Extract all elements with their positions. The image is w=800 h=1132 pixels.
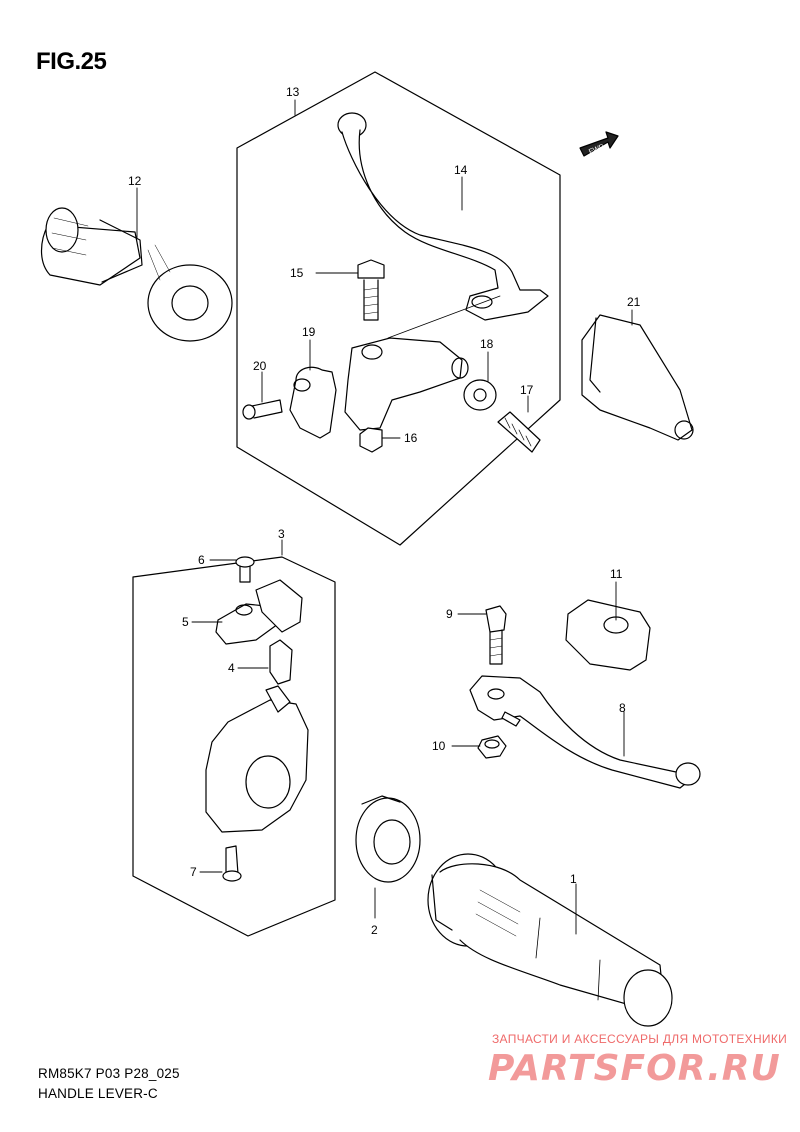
part-name-label: HANDLE LEVER-C	[38, 1086, 158, 1101]
callout-13: 13	[286, 85, 300, 99]
adjuster-bolt-part-17	[497, 411, 541, 453]
nut-part-16	[359, 427, 383, 453]
watermark-logo: PARTSFOR.RU	[488, 1048, 781, 1089]
fwd-direction-arrow	[579, 131, 619, 157]
figure-title: FIG.25	[36, 48, 107, 75]
callout-numbers: 1 2 3 4 5 6 7 8 9 10 11 12 13 14 15 16 1…	[128, 85, 641, 937]
callout-6: 6	[198, 553, 205, 567]
callout-20: 20	[253, 359, 267, 373]
model-code-label: RM85K7 P03 P28_025	[38, 1066, 180, 1081]
callout-14: 14	[454, 163, 468, 177]
callout-15: 15	[290, 266, 304, 280]
callout-10: 10	[432, 739, 446, 753]
callout-11: 11	[610, 567, 623, 581]
grip-right-part-1	[427, 853, 673, 1027]
leader-lines	[136, 99, 633, 935]
nut-part-10	[477, 735, 507, 759]
callout-18: 18	[480, 337, 494, 351]
callout-19: 19	[302, 325, 316, 339]
guide-part-2	[355, 795, 421, 883]
switch-top-part-5	[215, 579, 303, 645]
clamp-part-19	[289, 366, 337, 439]
clutch-lever-part-14	[337, 112, 549, 321]
callout-12: 12	[128, 174, 142, 188]
adjuster-nut-part-18	[463, 379, 497, 411]
callout-7: 7	[190, 865, 197, 879]
screw-part-6	[235, 556, 255, 583]
callout-17: 17	[520, 383, 534, 397]
switch-body-part-3	[205, 685, 309, 833]
grip-left-part-12	[40, 207, 233, 342]
callout-9: 9	[446, 607, 453, 621]
screw-part-7	[222, 845, 242, 882]
bolt-part-20	[242, 399, 283, 420]
callout-2: 2	[371, 923, 378, 937]
lever-holder-part-11	[565, 599, 651, 671]
callout-1: 1	[570, 872, 577, 886]
callout-8: 8	[619, 701, 626, 715]
watermark-tagline: ЗАПЧАСТИ И АКСЕССУАРЫ ДЛЯ МОТОТЕХНИКИ	[492, 1032, 788, 1046]
group-box-3	[132, 556, 336, 937]
group-box-13	[236, 71, 561, 546]
clutch-perch-bracket	[344, 295, 501, 431]
clip-part-4	[269, 639, 293, 685]
callout-4: 4	[228, 661, 235, 675]
callout-5: 5	[182, 615, 189, 629]
bolt-part-15	[357, 259, 385, 321]
callout-21: 21	[627, 295, 641, 309]
callout-3: 3	[278, 527, 285, 541]
lever-cover-part-21	[581, 314, 694, 441]
brake-lever-part-8	[469, 675, 701, 789]
bolt-part-9	[485, 605, 507, 665]
callout-16: 16	[404, 431, 418, 445]
